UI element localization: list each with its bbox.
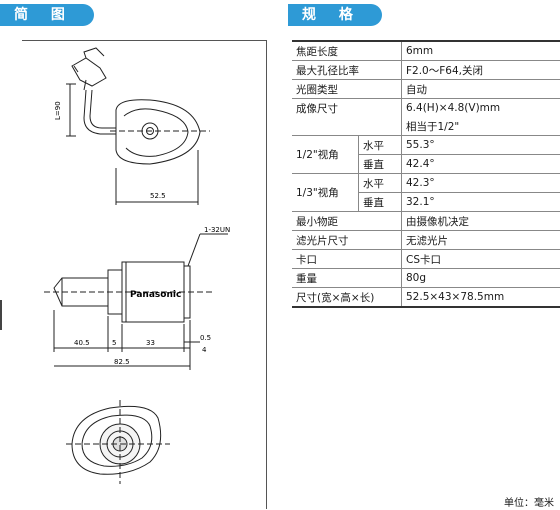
- spec-label: 卡口: [292, 249, 402, 269]
- diagram-section-tab: 简 图: [0, 4, 94, 26]
- cable-length-label: L=90: [54, 101, 62, 120]
- dim-4: 4: [202, 346, 207, 354]
- spec-label: 成像尺寸: [292, 98, 402, 117]
- spec-value: 42.4°: [401, 154, 560, 174]
- dim-0-5: 0.5: [200, 334, 211, 342]
- spec-label: 1/2"视角: [292, 135, 359, 174]
- spec-value: 80g: [401, 268, 560, 288]
- spec-value: 32.1°: [401, 192, 560, 212]
- spec-value: 6.4(H)×4.8(V)mm: [401, 98, 560, 117]
- spec-value: F2.0～F64,关闭: [401, 60, 560, 80]
- spec-value: 52.5×43×78.5mm: [401, 287, 560, 308]
- spec-sub-axis: 水平: [358, 173, 402, 193]
- brand-label: Panasonic: [130, 290, 181, 300]
- spec-value-2: 相当于1/2": [401, 117, 560, 136]
- spec-label: 重量: [292, 268, 402, 288]
- spec-value: 自动: [401, 79, 560, 99]
- spec-value: 由摄像机决定: [401, 211, 560, 231]
- spec-value: 无滤光片: [401, 230, 560, 250]
- thread-label: 1-32UN: [204, 226, 230, 234]
- spec-label: 焦距长度: [292, 40, 402, 61]
- spec-value: CS卡口: [401, 249, 560, 269]
- spec-label: 最大孔径比率: [292, 60, 402, 80]
- page-edge-mark: [0, 300, 2, 330]
- spec-label: 尺寸(宽×高×长): [292, 287, 402, 308]
- spec-sub-axis: 垂直: [358, 192, 402, 212]
- spec-label-empty: [292, 117, 402, 136]
- spec-value: 6mm: [401, 40, 560, 61]
- diagram-panel: [22, 40, 267, 509]
- spec-value: 42.3°: [401, 173, 560, 193]
- spec-label: 光圈类型: [292, 79, 402, 99]
- unit-note: 单位：毫米: [504, 498, 554, 509]
- spec-value: 55.3°: [401, 135, 560, 155]
- dim-82-5: 82.5: [114, 358, 130, 366]
- spec-table: 焦距长度 6mm 最大孔径比率 F2.0～F64,关闭 光圈类型 自动 成像尺寸…: [292, 40, 560, 308]
- spec-label: 1/3"视角: [292, 173, 359, 212]
- spec-sub-axis: 垂直: [358, 154, 402, 174]
- spec-sub-axis: 水平: [358, 135, 402, 155]
- dim-5: 5: [112, 339, 116, 347]
- spec-label: 滤光片尺寸: [292, 230, 402, 250]
- spec-label: 最小物距: [292, 211, 402, 231]
- dim-40-5: 40.5: [74, 339, 90, 347]
- width-dim-label: 52.5: [150, 192, 166, 200]
- spec-section-tab: 规 格: [288, 4, 382, 26]
- dim-33: 33: [146, 339, 155, 347]
